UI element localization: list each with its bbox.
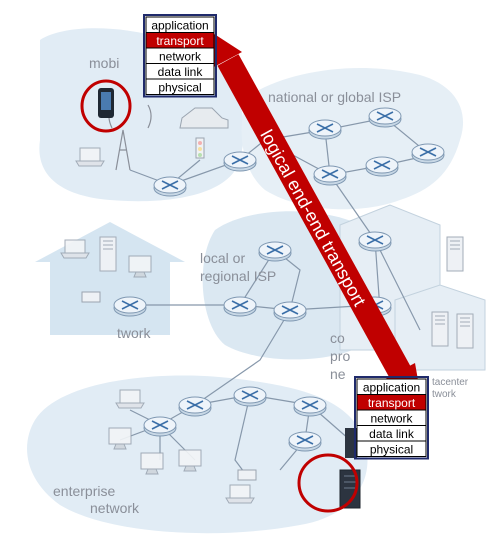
content-provider-label-3: ne <box>330 366 346 382</box>
regional-isp-label-1: local or <box>200 250 245 266</box>
stack-layer-box <box>145 78 215 95</box>
global-isp-label: national or global ISP <box>268 89 401 105</box>
stack-frame <box>143 14 217 98</box>
regional-isp-label-2: regional ISP <box>200 268 276 284</box>
traffic-light-icon <box>195 137 205 159</box>
stack-layer-label: application <box>363 380 420 394</box>
stack-layer-label: data link <box>369 427 415 441</box>
server-host-highlight <box>297 453 359 513</box>
datacenter-label-1: tacenter <box>432 377 469 388</box>
stack-layer-label: application <box>151 18 208 32</box>
stack-layer-label: data link <box>158 65 204 79</box>
content-provider-label-1: co <box>330 330 345 346</box>
stack-layer-label: physical <box>370 442 413 456</box>
phone-icon <box>98 88 114 118</box>
enterprise-label-2: network <box>90 500 140 516</box>
stack-layer-label: physical <box>158 80 201 94</box>
region-labels: mobi national or global ISP local or reg… <box>53 55 469 516</box>
wireless-ap-icon <box>81 291 257 481</box>
mobile-host-highlight <box>80 79 132 133</box>
stack-frame <box>354 376 429 460</box>
stack-layer-label: network <box>370 411 413 425</box>
content-provider-label-2: pro <box>330 348 350 364</box>
stack-layer-label: transport <box>156 34 204 48</box>
stack-layer-label: transport <box>368 396 416 410</box>
datacenter-label-2: twork <box>432 389 457 400</box>
home-network-label: twork <box>117 325 151 341</box>
mobile-network-label: mobi <box>89 55 119 71</box>
enterprise-label-1: enterprise <box>53 483 115 499</box>
stack-layer-label: network <box>159 49 202 63</box>
stack-layer-box <box>356 440 427 457</box>
car-icon <box>179 107 229 129</box>
